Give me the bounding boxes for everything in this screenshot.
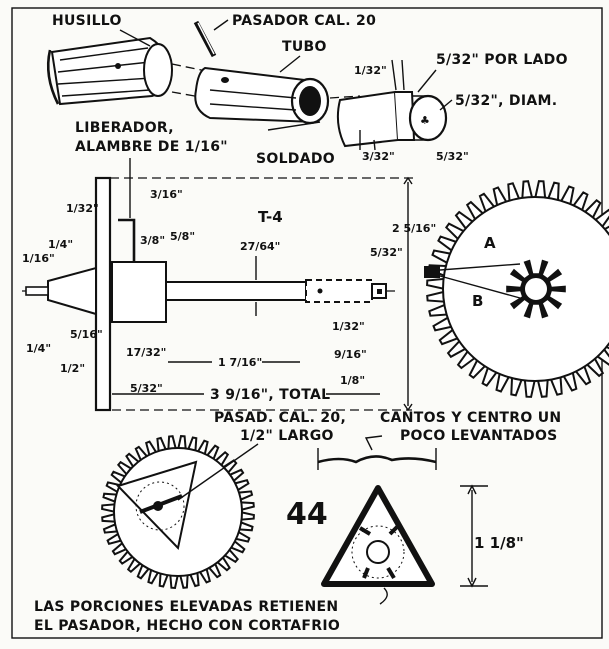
label-por-lado: 5/32" POR LADO bbox=[436, 52, 568, 68]
dim-5-32-bottom: 5/32" bbox=[130, 382, 163, 395]
end-piece-mark: ♣ bbox=[420, 114, 430, 127]
view-label-t4: T-4 bbox=[258, 208, 283, 226]
dim-line-height bbox=[460, 485, 488, 587]
pin-part bbox=[193, 20, 217, 58]
dim-1-4-top: 1/4" bbox=[48, 238, 73, 251]
label-tubo: TUBO bbox=[282, 39, 327, 55]
label-liberador-1: LIBERADOR, bbox=[75, 120, 174, 136]
leader-note bbox=[379, 587, 388, 605]
tube-part bbox=[194, 66, 330, 125]
end-piece: ♣ bbox=[336, 90, 448, 148]
spindle-shaft bbox=[46, 36, 173, 106]
left-cone bbox=[47, 266, 97, 316]
exploded-view: ♣ bbox=[46, 20, 448, 151]
dim-line-1-32 bbox=[391, 59, 405, 91]
tube-to-part-dashed bbox=[329, 95, 361, 99]
label-pasad-1: PASAD. CAL. 20, bbox=[214, 410, 346, 426]
label-diam: 5/32", DIAM. bbox=[455, 93, 557, 109]
dim-1-8: 1/8" bbox=[340, 374, 365, 387]
shaft bbox=[165, 281, 307, 301]
dim-5-16: 5/16" bbox=[70, 328, 103, 341]
large-gear-right bbox=[424, 180, 609, 398]
note-line-1: LAS PORCIONES ELEVADAS RETIENEN bbox=[34, 599, 338, 615]
dim-1-2: 1/2" bbox=[60, 362, 85, 375]
dim-1-16: 1/16" bbox=[22, 252, 55, 265]
point-a: A bbox=[484, 234, 496, 252]
point-b: B bbox=[472, 292, 483, 310]
leader-pasad bbox=[177, 443, 259, 501]
label-soldado: SOLDADO bbox=[256, 151, 335, 167]
dim-27-64: 27/64" bbox=[240, 240, 280, 253]
dim-3-8: 3/8" bbox=[140, 234, 165, 247]
releaser-wire bbox=[118, 218, 136, 262]
dim-1-4-left: 1/4" bbox=[26, 342, 51, 355]
dim-2-5-16: 2 5/16" bbox=[392, 222, 436, 235]
dim-1-1-8: 1 1/8" bbox=[474, 534, 524, 552]
dim-5-32-sold: 5/32" bbox=[436, 150, 469, 163]
dim-3-32-bottom: 3/32" bbox=[362, 150, 395, 163]
note-line-2: EL PASADOR, HECHO CON CORTAFRIO bbox=[34, 618, 340, 634]
figure-number: 44 bbox=[286, 497, 328, 532]
edge-profile bbox=[317, 435, 437, 470]
label-cantos-1: CANTOS Y CENTRO UN bbox=[380, 410, 561, 426]
dim-1-32-left: 1/32" bbox=[66, 202, 99, 215]
label-husillo: HUSILLO bbox=[52, 13, 122, 29]
dim-5-8: 5/8" bbox=[170, 230, 195, 243]
dim-1-32-top: 1/32" bbox=[354, 64, 387, 77]
triangle-detail bbox=[321, 485, 435, 587]
hub bbox=[111, 261, 167, 323]
dim-1-7-16: 1 7/16" bbox=[218, 356, 262, 369]
gear-detail-left bbox=[101, 435, 255, 589]
dim-9-16: 9/16" bbox=[334, 348, 367, 361]
label-pasador: PASADOR CAL. 20 bbox=[232, 13, 376, 29]
dim-1-32-right: 1/32" bbox=[332, 320, 365, 333]
gear-tooth-marker bbox=[424, 266, 440, 278]
leader-husillo bbox=[119, 29, 151, 47]
dim-3-16: 3/16" bbox=[150, 188, 183, 201]
main-elevation bbox=[22, 176, 416, 412]
tube-section bbox=[305, 279, 373, 303]
dim-17-32: 17/32" bbox=[126, 346, 166, 359]
label-cantos-2: POCO LEVANTADOS bbox=[400, 428, 558, 444]
dim-total: 3 9/16", TOTAL bbox=[210, 387, 330, 403]
dim-5-32-right: 5/32" bbox=[370, 246, 403, 259]
label-liberador-2: ALAMBRE DE 1/16" bbox=[75, 139, 228, 155]
label-pasad-2: 1/2" LARGO bbox=[240, 428, 334, 444]
